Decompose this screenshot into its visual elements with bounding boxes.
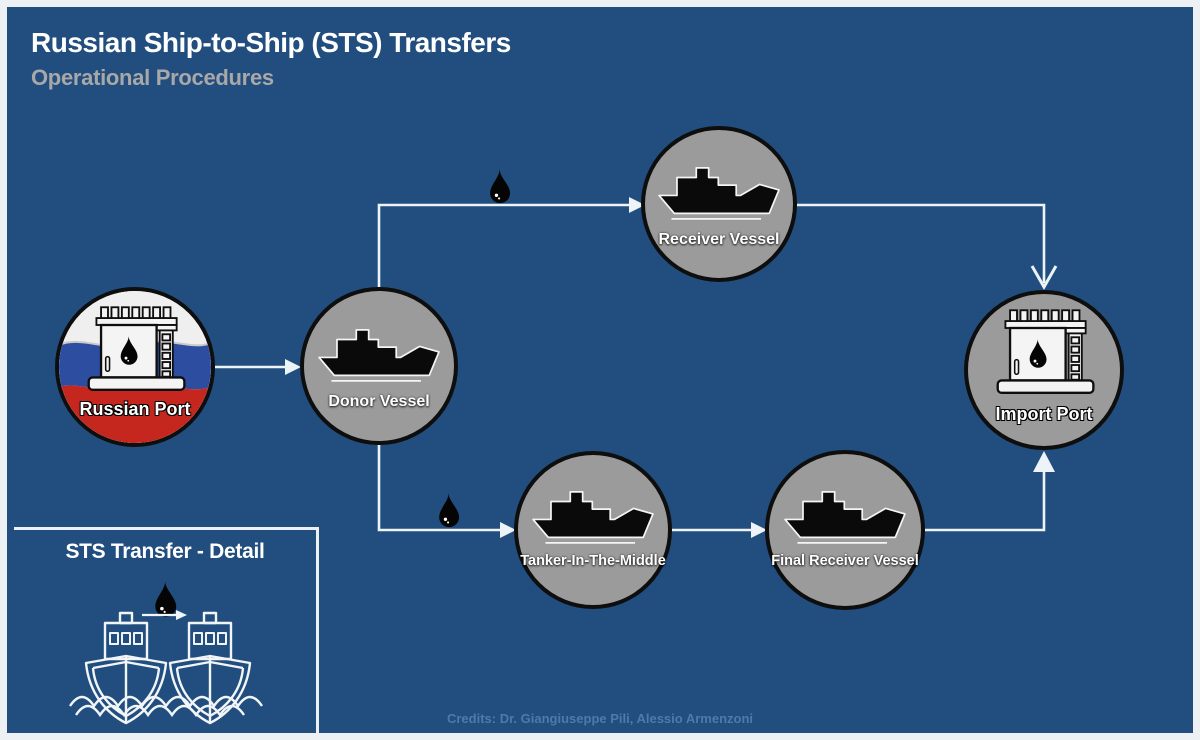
oil-tank-icon <box>81 305 189 399</box>
waves-icon <box>69 695 263 718</box>
node-russian-port: Russian Port <box>55 287 215 447</box>
arrowhead-icon <box>285 359 301 375</box>
page-title: Russian Ship-to-Ship (STS) Transfers <box>31 27 511 58</box>
node-label: Import Port <box>995 404 1093 424</box>
edge-receiver-importport <box>797 203 1046 283</box>
oil-drop-icon <box>490 169 511 204</box>
node-label: Final Receiver Vessel <box>771 553 919 569</box>
node-label: Receiver Vessel <box>658 231 780 248</box>
oil-drop-icon <box>439 493 460 528</box>
edge-finalreceiver-importport <box>925 469 1046 532</box>
oil-tank-icon <box>990 308 1098 402</box>
tanker-ship-icon <box>532 491 654 544</box>
transfer-arrow-icon <box>142 610 187 620</box>
tanker-ship-icon <box>784 491 906 544</box>
open-arrowhead-icon <box>1030 265 1058 291</box>
bow-ship-icon <box>84 611 168 725</box>
node-final-receiver-vessel: Final Receiver Vessel <box>765 450 925 610</box>
header: Russian Ship-to-Ship (STS) Transfers Ope… <box>31 27 511 91</box>
node-label: Russian Port <box>79 399 191 419</box>
edge-donor-receiver <box>377 203 631 287</box>
detail-title: STS Transfer - Detail <box>65 540 265 563</box>
node-label: Donor Vessel <box>328 393 430 410</box>
tanker-ship-icon <box>658 167 780 220</box>
sts-detail-box: STS Transfer - Detail <box>14 527 319 733</box>
node-receiver-vessel: Receiver Vessel <box>641 126 797 282</box>
credits-line: Credits: Dr. Giangiuseppe Pili, Alessio … <box>446 711 754 726</box>
edge-donor-tanker <box>377 445 502 532</box>
node-tanker-in-the-middle: Tanker-In-The-Middle <box>514 451 672 609</box>
page-subtitle: Operational Procedures <box>31 65 274 90</box>
node-donor-vessel: Donor Vessel <box>300 287 458 445</box>
node-import-port: Import Port <box>964 290 1124 450</box>
sts-detail-illustration <box>69 581 263 725</box>
tanker-ship-icon <box>318 329 440 382</box>
oil-drop-icon <box>155 581 177 617</box>
node-label: Tanker-In-The-Middle <box>520 553 666 569</box>
arrowhead-icon <box>1033 451 1055 472</box>
